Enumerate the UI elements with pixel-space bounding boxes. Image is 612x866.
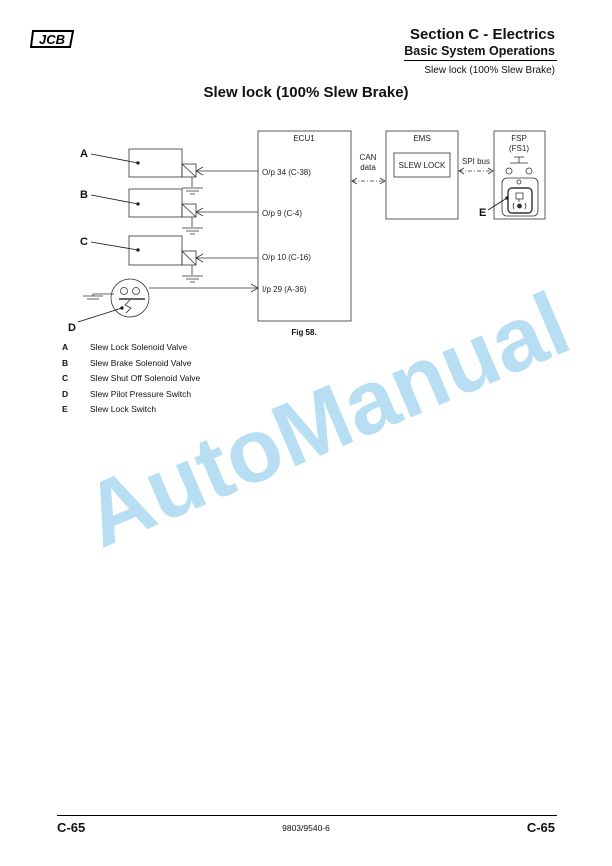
subsection-title: Basic System Operations — [404, 44, 555, 58]
svg-text:JCB: JCB — [39, 32, 65, 47]
header-rule — [404, 60, 557, 61]
fsp-box — [493, 130, 546, 220]
ecu-output-34: O/p 34 (C-38) — [262, 168, 311, 177]
section-title: Section C - Electrics — [409, 26, 555, 43]
solenoid-c — [128, 235, 258, 283]
legend-item: C Slew Shut Off Solenoid Valve — [62, 373, 200, 389]
slew-lock-label: SLEW LOCK — [399, 161, 446, 170]
ems-label: EMS — [413, 134, 430, 143]
legend-item: A Slew Lock Solenoid Valve — [62, 342, 200, 358]
ecu-input-29: I/p 29 (A-36) — [262, 285, 307, 294]
legend-text: Slew Lock Solenoid Valve — [90, 342, 188, 352]
legend-text: Slew Brake Solenoid Valve — [90, 357, 192, 368]
legend-key: D — [62, 388, 69, 399]
ems-box — [385, 130, 459, 220]
topic-label: Slew lock (100% Slew Brake) — [424, 65, 555, 76]
legend-text: Slew Pilot Pressure Switch — [90, 388, 192, 399]
ecu-output-9: O/p 9 (C-4) — [262, 209, 302, 218]
wiring-diagram: ECU1 O/p 34 (C-38) O/p 9 (C-4) O/p 10 (C… — [68, 130, 546, 337]
ecu-label: ECU1 — [293, 134, 315, 143]
label-d: D — [68, 322, 76, 334]
legend-item: B Slew Brake Solenoid Valve — [62, 358, 200, 374]
solenoid-b — [128, 188, 258, 235]
legend-item: E Slew Lock Switch — [62, 404, 200, 420]
footer-page-right: C-65 — [526, 820, 555, 835]
legend-key: E — [62, 404, 68, 414]
fsp-label: FSP — [511, 134, 527, 143]
switch-symbol-icon — [510, 156, 528, 164]
legend-key: C — [62, 373, 69, 383]
jcb-logo: JCB — [30, 30, 75, 48]
slew-lock-box — [393, 152, 451, 178]
ecu-box — [257, 130, 352, 322]
can-data-label: data — [360, 163, 376, 172]
label-e: E — [479, 207, 486, 219]
label-c: C — [80, 236, 88, 248]
footer-rule — [57, 815, 557, 816]
fs1-label: (FS1) — [509, 144, 529, 153]
footer-page-left: C-65 — [57, 820, 86, 835]
legend-item: D Slew Pilot Pressure Switch — [62, 389, 200, 405]
slew-lock-switch-icon — [507, 187, 533, 214]
ecu-output-10: O/p 10 (C-16) — [262, 253, 311, 262]
page-title: Slew lock (100% Slew Brake) — [203, 84, 409, 101]
can-label: CAN — [360, 153, 377, 162]
solenoid-a — [128, 148, 258, 195]
legend: A Slew Lock Solenoid Valve B Slew Brake So… — [62, 342, 200, 420]
legend-key: A — [62, 342, 69, 352]
legend-text: Slew Shut Off Solenoid Valve — [90, 373, 201, 383]
footer-doc-number: 9803/9540-6 — [282, 823, 330, 833]
label-a: A — [80, 148, 88, 160]
spi-label: SPI bus — [462, 157, 490, 166]
legend-text: Slew Lock Switch — [90, 404, 157, 414]
label-b: B — [80, 189, 88, 201]
pressure-switch-d — [83, 278, 259, 318]
legend-key: B — [62, 357, 69, 368]
figure-caption: Fig 58. — [291, 328, 316, 337]
